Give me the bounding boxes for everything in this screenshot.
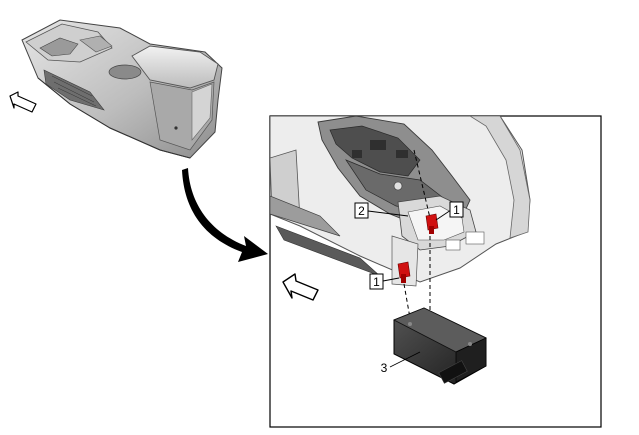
- overview-console: [21, 19, 223, 159]
- forward-direction-arrow-icon: [9, 91, 37, 113]
- fastener-upper: [425, 213, 439, 234]
- callout-3-label: 3: [381, 361, 388, 375]
- callout-1-lower-label: 1: [373, 275, 380, 289]
- callout-1-upper: 1: [435, 201, 464, 221]
- control-module: [393, 307, 487, 385]
- detail-view: [270, 116, 531, 385]
- callout-2: 2: [354, 202, 409, 219]
- callout-1-lower: 1: [369, 273, 400, 290]
- callout-1-upper-label: 1: [453, 203, 460, 217]
- callout-2-label: 2: [358, 204, 365, 218]
- fastener-lower: [397, 261, 411, 283]
- detail-forward-arrow-icon: [282, 273, 319, 301]
- curved-pointer-arrow-icon: [182, 168, 268, 262]
- callout-3: 3: [381, 351, 421, 375]
